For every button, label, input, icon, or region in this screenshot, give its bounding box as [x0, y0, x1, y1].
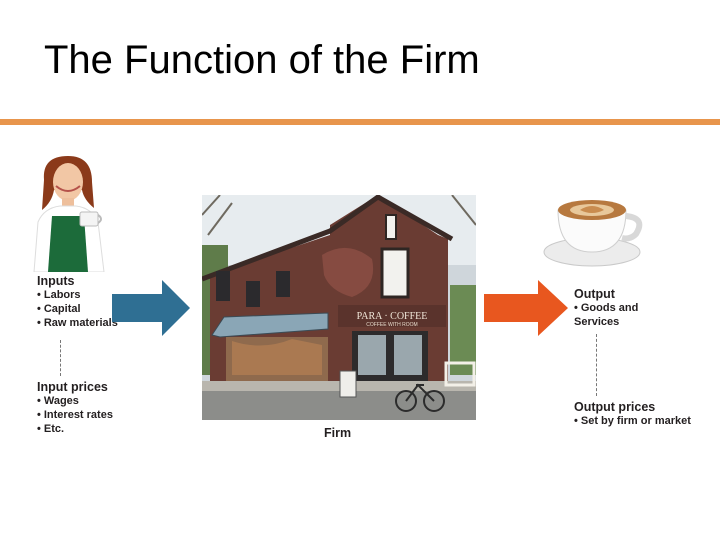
input-arrow-icon	[112, 280, 190, 336]
input-prices-item: Etc.	[37, 422, 113, 436]
title-divider	[0, 119, 720, 125]
barista-person-icon	[33, 156, 105, 272]
input-prices-list: Wages Interest rates Etc.	[37, 394, 113, 436]
inputs-item: Raw materials	[37, 316, 118, 330]
output-arrow-icon	[484, 280, 568, 336]
output-prices-label-group: Output prices Set by firm or market	[574, 400, 691, 428]
output-heading: Output	[574, 287, 615, 301]
input-prices-item: Interest rates	[37, 408, 113, 422]
inputs-item: Capital	[37, 302, 118, 316]
output-prices-list: Set by firm or market	[574, 414, 691, 428]
coffee-cup-icon	[543, 200, 643, 267]
inputs-heading: Inputs	[37, 274, 75, 288]
inputs-connector	[60, 340, 61, 376]
firm-caption: Firm	[324, 426, 352, 440]
output-prices-heading: Output prices	[574, 400, 656, 414]
inputs-item: Labors	[37, 288, 118, 302]
firm-photo: PARA · COFFEE COFFEE WITH ROOM	[202, 195, 476, 420]
input-prices-item: Wages	[37, 394, 113, 408]
output-connector	[596, 334, 597, 396]
input-prices-heading: Input prices	[37, 380, 108, 394]
output-label-group: Output Goods and Services	[574, 287, 654, 329]
firm-sign: PARA · COFFEE	[357, 311, 428, 322]
output-list: Goods and Services	[574, 301, 654, 329]
page-title: The Function of the Firm	[44, 38, 480, 82]
output-prices-item: Set by firm or market	[574, 414, 691, 428]
firm-subsign: COFFEE WITH ROOM	[366, 322, 417, 328]
inputs-list: Labors Capital Raw materials	[37, 288, 118, 330]
output-item: Goods and Services	[574, 301, 654, 329]
inputs-label-group: Inputs Labors Capital Raw materials	[37, 274, 118, 330]
input-prices-label-group: Input prices Wages Interest rates Etc.	[37, 380, 113, 436]
